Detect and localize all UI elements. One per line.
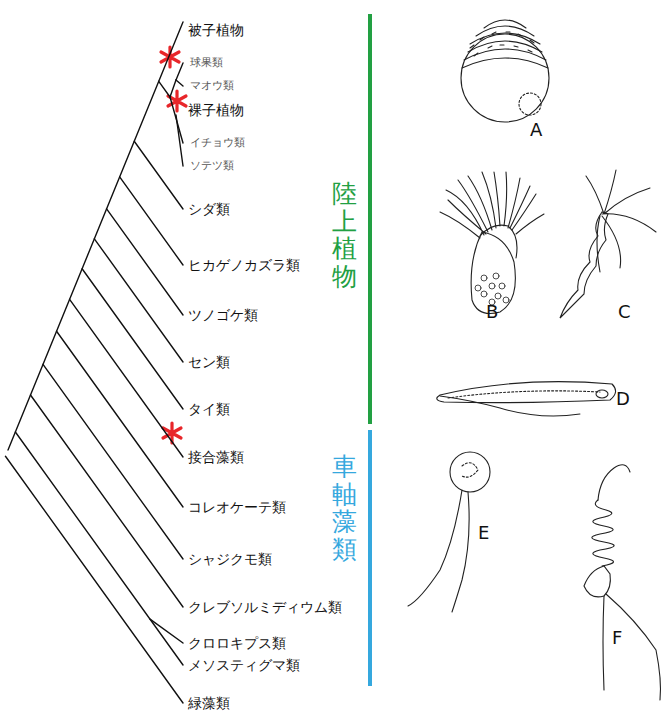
tree-branch [30,395,183,607]
asterisk [161,47,179,67]
tree-branch [176,63,183,80]
tree-branch [120,177,183,265]
figure-letter: D [616,389,630,410]
tree-branch [94,239,183,362]
taxon-label: ツノゴケ類 [188,307,258,323]
group-label: 陸上植物 [332,180,357,290]
taxon-label: シダ類 [188,201,230,217]
taxon-label: コレオケーテ類 [188,499,286,515]
taxon-label: クロロキプス類 [188,635,286,651]
figure-letter: E [478,523,489,544]
taxon-label: クレブソルミディウム類 [188,599,342,615]
tree-branch [107,209,183,315]
sperm-b [440,172,544,314]
figure-letter: A [530,120,542,141]
sperm-c [560,170,656,318]
taxon-label: 接合藻類 [188,449,244,465]
taxon-label: 球果類 [190,57,223,70]
taxon-label: ヒカゲノカズラ類 [188,257,300,273]
sperm-e [408,452,490,612]
figure-letter: F [612,628,622,649]
taxon-label: イチョウ類 [190,137,245,150]
taxon-label: シャジクモ類 [188,551,272,567]
tree-branch [5,456,183,703]
taxon-label: セン類 [188,354,230,370]
figure-letter: C [618,302,631,323]
taxon-label: マオウ類 [190,80,234,93]
taxon-label: 裸子植物 [188,102,244,118]
sperm-f [584,465,661,700]
tree-branch [70,299,183,457]
tree-branch [170,80,176,97]
tree-branch [176,80,183,86]
charophyte-bar [368,430,372,686]
taxon-label: ソテツ類 [190,160,234,173]
group-label: 車軸藻類 [332,453,357,563]
tree-branch [57,331,183,507]
sperm-a [461,20,549,122]
taxon-label: 被子植物 [188,22,244,38]
taxon-label: 緑藻類 [188,695,230,711]
tree-branch [176,115,183,166]
tree-branch [150,619,183,643]
tree-branch [43,364,183,559]
tree-branch [15,432,183,665]
figure-letter: B [486,302,498,323]
land-plant-bar [368,14,372,424]
tree-branch [134,141,183,209]
tree-branch [159,81,170,97]
taxon-label: メソスティグマ類 [188,657,300,673]
taxon-label: タイ類 [188,401,230,417]
sperm-d [437,382,616,416]
